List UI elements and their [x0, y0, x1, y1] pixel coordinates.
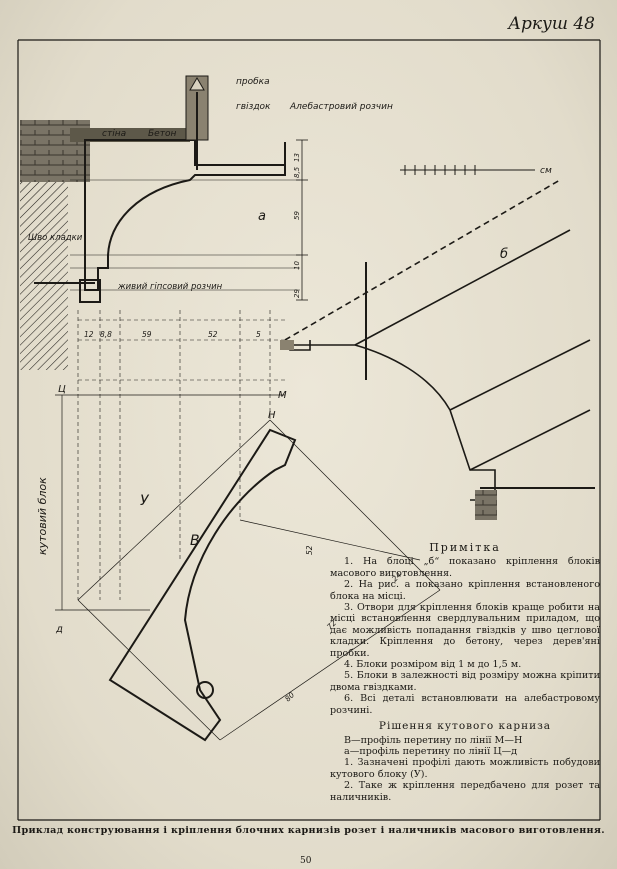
figure-caption: Приклад конструювання і кріплення блочни… — [12, 825, 605, 836]
label-block-v: В — [190, 533, 200, 549]
dim-29: 29 — [293, 289, 301, 298]
label-block-b: б — [500, 247, 508, 262]
label-block-a: а — [258, 209, 266, 224]
dim-80: 80 — [283, 690, 296, 703]
label-mark-d: д — [55, 624, 63, 635]
dim-59: 59 — [142, 330, 152, 339]
note-item: 1. На блоці „б“ показано кріплення блокі… — [330, 556, 600, 579]
dim-12: 12 — [84, 330, 94, 339]
page-number: 50 — [300, 856, 312, 866]
drawing-frame — [17, 39, 601, 821]
sheet-label: Аркуш 48 — [508, 14, 595, 34]
notes-header-2: Рішення кутового карниза — [378, 720, 552, 733]
label-probka: пробка — [236, 77, 270, 87]
label-mark-m: М — [278, 390, 287, 401]
note-item: 4. Блоки розміром від 1 м до 1,5 м. — [344, 659, 522, 671]
masonry-wall — [20, 180, 68, 370]
cornice-profile-a — [79, 139, 286, 303]
dim-8-8: 8,8 — [100, 330, 112, 339]
note-item: 2. На рис. а показано кріплення встановл… — [330, 579, 600, 602]
note-item-2: В—профіль перетину по лінії М—Н — [344, 734, 523, 746]
dim-13: 13 — [293, 153, 301, 162]
dim-10: 10 — [293, 261, 301, 270]
note-item-2: а—профіль перетину по лінії Ц—д — [344, 745, 518, 757]
wall-top-band — [70, 128, 190, 142]
label-block-u: У — [140, 493, 150, 509]
dim-59-side: 59 — [293, 211, 301, 220]
dim-52-corner: 52 — [305, 545, 314, 555]
cornice-block-b — [284, 179, 591, 501]
label-beton: Бетон — [148, 129, 176, 139]
note-item-2: 1. Зазначені профілі дають можливість по… — [330, 757, 600, 780]
dim-5: 5 — [256, 330, 261, 339]
note-item: 3. Отвори для кріплення блоків краще роб… — [330, 602, 600, 659]
dim-85: 8,5 — [293, 166, 301, 178]
scale-bar — [400, 165, 535, 175]
label-shvy-kladky: Шво кладки — [28, 233, 83, 243]
corner-block-v — [108, 428, 297, 742]
note-item: 6. Всі деталі встановлювати на алебастро… — [330, 693, 600, 716]
notes-header: Примітка — [429, 541, 501, 554]
block-b-bottom-plug — [475, 490, 497, 520]
label-mark-n: Н — [268, 410, 276, 421]
label-zhyvyi-gipsovyi: живий гіпсовий розчин — [117, 282, 223, 292]
label-alebastr: Алебастровий розчин — [289, 102, 393, 112]
construction-lines — [70, 179, 300, 600]
notes-block: Примітка 1. На блоці „б“ показано кріпле… — [330, 542, 600, 803]
dimension-column — [296, 139, 308, 301]
note-item: 5. Блоки в залежності від розміру можна … — [330, 670, 600, 693]
block-b-plug — [280, 340, 294, 350]
label-kutovyi-blok: кутовий блок — [36, 477, 49, 555]
label-stinka: стіна — [102, 129, 126, 139]
corner-construction — [55, 394, 441, 741]
label-scale-cm: см — [540, 166, 552, 176]
dim-52-top: 52 — [208, 330, 218, 339]
note-item-2: 2. Таке ж кріплення передбачено для розе… — [330, 780, 600, 803]
label-mark-c: Ц — [58, 384, 66, 395]
label-gvizdok: гвіздок — [236, 102, 271, 112]
